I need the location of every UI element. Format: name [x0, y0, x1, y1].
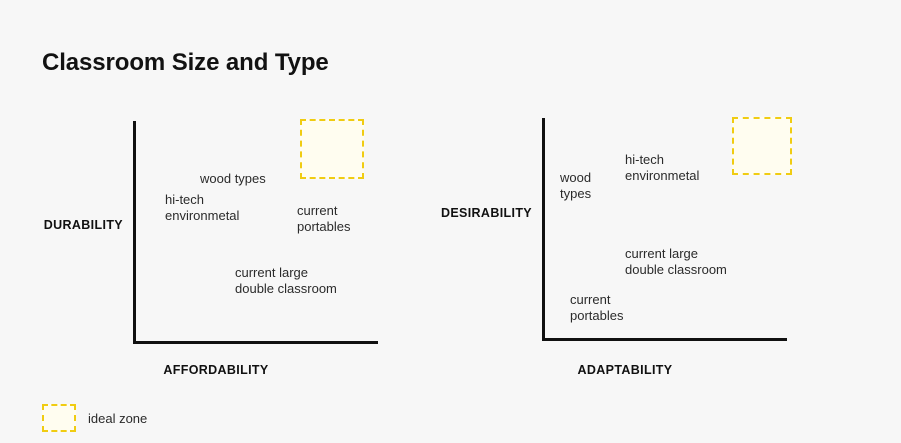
ideal-zone-region: [300, 119, 364, 179]
matrix-chart-durability-affordability: DURABILITY AFFORDABILITY wood types hi-t…: [0, 0, 440, 400]
data-label-current-portables: current portables: [570, 292, 624, 323]
legend: ideal zone: [42, 404, 147, 432]
data-label-wood-types: wood types: [200, 171, 266, 186]
legend-label-ideal-zone: ideal zone: [88, 410, 148, 426]
data-label-hi-tech-environmetal: hi-tech environmetal: [165, 192, 240, 223]
x-axis-label-affordability: AFFORDABILITY: [163, 363, 269, 377]
y-axis-line: [542, 118, 545, 341]
data-label-hi-tech-environmetal: hi-tech environmetal: [625, 152, 700, 183]
x-axis-label-adaptability: ADAPTABILITY: [577, 363, 673, 377]
y-axis-label-desirability: DESIRABILITY: [440, 206, 532, 220]
matrix-chart-desirability-adaptability: DESIRABILITY ADAPTABILITY wood types hi-…: [410, 0, 901, 400]
data-label-current-large-double-classroom: current large double classroom: [235, 265, 337, 296]
data-label-wood-types: wood types: [560, 170, 592, 201]
x-axis-line: [542, 338, 787, 341]
legend-swatch-ideal-zone: [42, 404, 76, 432]
data-label-current-portables: current portables: [297, 203, 351, 234]
ideal-zone-region: [732, 117, 792, 175]
x-axis-line: [133, 341, 378, 344]
page-title: Classroom Size and Type: [42, 49, 329, 76]
y-axis-line: [133, 121, 136, 343]
data-label-current-large-double-classroom: current large double classroom: [625, 246, 727, 277]
y-axis-label-durability: DURABILITY: [43, 218, 123, 232]
